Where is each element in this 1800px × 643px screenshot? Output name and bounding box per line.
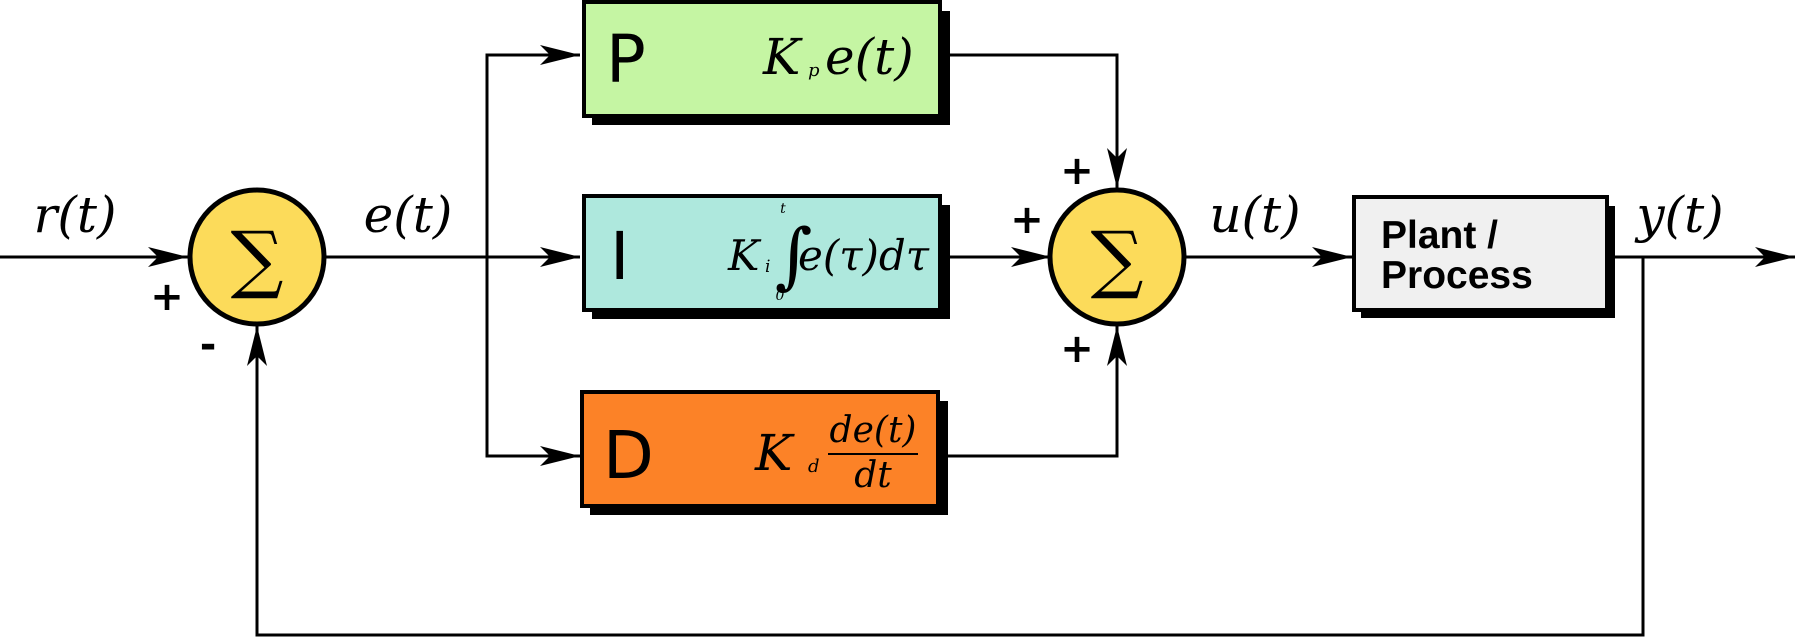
i-gain-symbol: K xyxy=(727,231,762,280)
junction-1-circle xyxy=(187,187,327,327)
d-output-line xyxy=(948,326,1127,458)
p-block: P K p e(t) xyxy=(582,0,950,125)
control-signal-label: u(t) xyxy=(1209,186,1300,244)
junction-2-top-plus-sign: + xyxy=(1060,148,1094,194)
error-signal-label: e(t) xyxy=(364,186,453,244)
integral-upper-limit: t xyxy=(780,201,786,217)
output-signal-label: y(t) xyxy=(1634,186,1723,244)
i-block-box xyxy=(582,194,942,312)
integral-sign: ∫ xyxy=(775,213,813,297)
d-gain-symbol: K xyxy=(754,424,795,482)
d-block-letter: D xyxy=(603,417,654,494)
sigma-symbol: ∑ xyxy=(231,216,284,302)
p-gain-subscript: p xyxy=(808,60,820,81)
d-gain-subscript: d xyxy=(808,456,820,477)
i-gain-subscript: i xyxy=(765,257,770,277)
p-term: e(t) xyxy=(825,28,914,86)
branch-to-p-line xyxy=(485,45,580,394)
i-block: I K i ∫ t 0 e(τ)dτ xyxy=(582,194,950,319)
i-integrand: e(τ)dτ xyxy=(798,231,930,280)
sigma-symbol: ∑ xyxy=(1091,216,1144,302)
plant-block: Plant / Process xyxy=(1352,195,1615,318)
p-gain-symbol: K xyxy=(762,28,803,86)
branch-to-d-line xyxy=(485,394,580,466)
plant-label-line1: Plant / xyxy=(1381,214,1498,257)
reference-signal-label: r(t) xyxy=(33,186,116,244)
p-output-line xyxy=(948,53,1127,188)
summing-junction-1: ∑ xyxy=(187,187,327,327)
junction-1-plus-sign: + xyxy=(150,274,184,320)
junction-1-minus-sign: - xyxy=(200,322,217,368)
p-block-box xyxy=(582,0,942,118)
junction-2-bottom-plus-sign: + xyxy=(1060,326,1094,372)
summing-junction-2: ∑ xyxy=(1047,187,1187,327)
p-block-letter: P xyxy=(606,21,646,98)
plant-label-line2: Process xyxy=(1381,254,1533,297)
i-block-letter: I xyxy=(610,218,629,295)
feedback-line xyxy=(247,257,1645,637)
junction-2-left-plus-sign: + xyxy=(1010,197,1044,243)
d-block-box xyxy=(580,390,940,508)
integral-lower-limit: 0 xyxy=(776,288,785,304)
d-numerator: de(t) xyxy=(830,410,917,451)
d-block: D K d de(t) dt xyxy=(580,390,948,515)
junction-2-circle xyxy=(1047,187,1187,327)
plant-block-box xyxy=(1352,195,1609,312)
d-denominator: dt xyxy=(854,455,892,496)
